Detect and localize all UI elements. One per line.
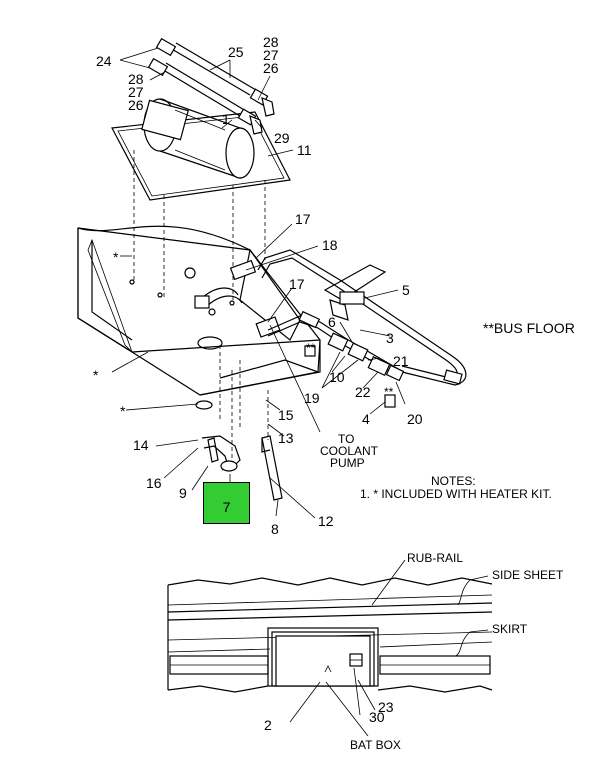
callout-22: 22 bbox=[355, 384, 371, 400]
callout-30: 30 bbox=[369, 709, 385, 725]
callout-11: 11 bbox=[297, 142, 312, 158]
skirt-label: SKIRT bbox=[492, 622, 528, 636]
callout-26: 26 bbox=[128, 97, 144, 113]
callout-28: 28 bbox=[263, 34, 279, 50]
drain-hose bbox=[195, 400, 241, 472]
callout-21: 21 bbox=[393, 353, 409, 369]
callout-3: 3 bbox=[386, 330, 394, 346]
coolant-lines bbox=[257, 249, 467, 408]
callout-17: 17 bbox=[289, 276, 305, 292]
asterisk-marker: * bbox=[113, 249, 119, 265]
coolant-pump-label-line2: COOLANT bbox=[320, 444, 379, 458]
callout-12: 12 bbox=[318, 513, 334, 529]
asterisk-marker: * bbox=[120, 403, 126, 419]
valve-bracket bbox=[323, 264, 387, 321]
double-asterisk-marker: ** bbox=[306, 341, 316, 355]
callout-25: 25 bbox=[228, 44, 244, 60]
notes-title: NOTES: bbox=[431, 474, 476, 488]
projection-lines bbox=[133, 150, 269, 470]
callout-28: 28 bbox=[128, 71, 144, 87]
callout-20: 20 bbox=[407, 411, 423, 427]
callout-24: 24 bbox=[96, 53, 112, 69]
callout-16: 16 bbox=[146, 475, 162, 491]
bus-side-panel bbox=[167, 577, 493, 693]
callout-14: 14 bbox=[133, 437, 149, 453]
bus-floor-label: **BUS FLOOR bbox=[483, 320, 575, 336]
bat-box-label: BAT BOX bbox=[350, 738, 401, 752]
highlighted-part-7[interactable]: 7 bbox=[203, 482, 250, 524]
callout-29: 29 bbox=[274, 130, 290, 146]
text-labels: **BUS FLOOR TO COOLANT PUMP NOTES: 1. * … bbox=[320, 320, 575, 752]
heater-fittings bbox=[194, 259, 281, 338]
callout-4: 4 bbox=[362, 411, 370, 427]
callout-9: 9 bbox=[179, 485, 187, 501]
callout-13: 13 bbox=[278, 430, 294, 446]
callout-23: 23 bbox=[378, 699, 394, 715]
double-asterisk-marker: ** bbox=[384, 385, 394, 399]
callout-15: 15 bbox=[278, 407, 294, 423]
callout-8: 8 bbox=[271, 521, 279, 537]
callout-6: 6 bbox=[328, 314, 336, 330]
callout-7: 7 bbox=[222, 499, 231, 515]
heater-hoses-top bbox=[147, 37, 275, 135]
callout-numbers: 24 25 28 27 26 28 27 26 1 29 11 17 18 17… bbox=[93, 34, 423, 733]
notes-line-1: 1. * INCLUDED WITH HEATER KIT. bbox=[360, 487, 552, 501]
leader-lines bbox=[111, 47, 406, 519]
callout-19: 19 bbox=[304, 390, 320, 406]
callout-2: 2 bbox=[264, 717, 272, 733]
callout-27: 27 bbox=[263, 47, 279, 63]
callout-1: 1 bbox=[222, 111, 230, 127]
bracket-8 bbox=[261, 435, 283, 501]
battery-box bbox=[267, 627, 379, 687]
rub-rail-label: RUB-RAIL bbox=[407, 551, 463, 565]
heater-housing bbox=[77, 225, 321, 396]
coolant-pump-label-line3: PUMP bbox=[330, 456, 365, 470]
blower-motor bbox=[141, 98, 255, 179]
callout-18: 18 bbox=[322, 237, 338, 253]
motor-mounting-plate bbox=[111, 111, 291, 201]
bottom-leaders bbox=[289, 559, 489, 737]
callout-5: 5 bbox=[402, 282, 410, 298]
callout-17: 17 bbox=[295, 211, 311, 227]
coolant-pump-label-line1: TO bbox=[338, 432, 354, 446]
callout-10: 10 bbox=[329, 369, 345, 385]
callout-27: 27 bbox=[128, 84, 144, 100]
callout-26: 26 bbox=[263, 60, 279, 76]
side-sheet-label: SIDE SHEET bbox=[492, 568, 564, 582]
asterisk-marker: * bbox=[93, 367, 99, 383]
